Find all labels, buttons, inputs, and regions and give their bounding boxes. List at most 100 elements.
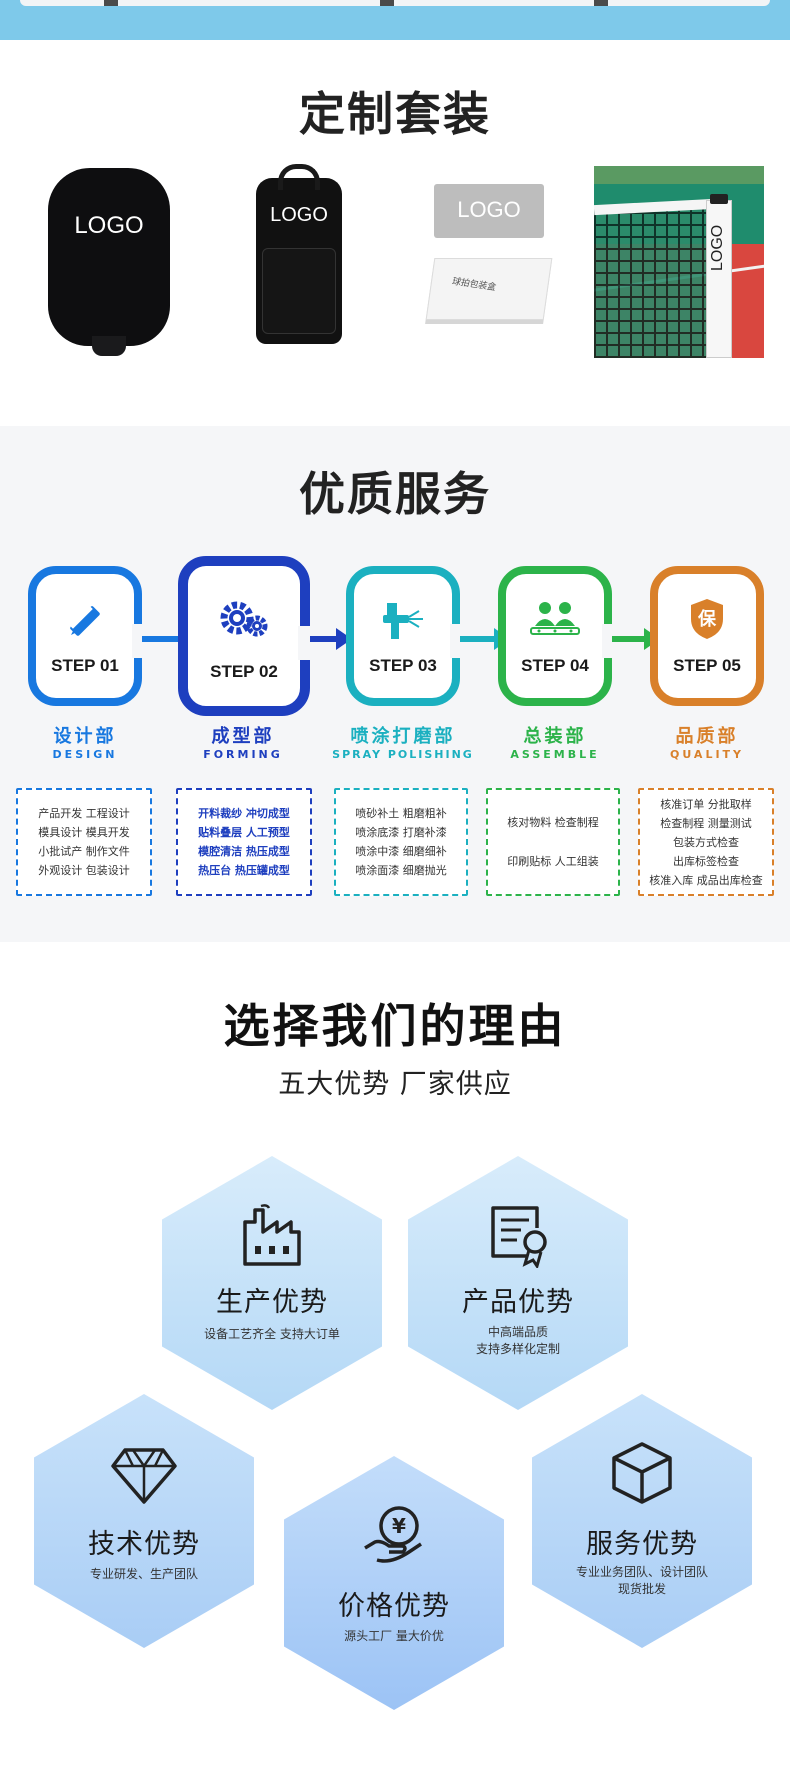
- dept-name-cn: 成型部: [211, 726, 275, 747]
- cube-icon: [532, 1440, 752, 1506]
- custom-set-title: 定制套装: [299, 87, 491, 141]
- step-02-box: STEP 02: [178, 556, 312, 716]
- dept-name-en: FORMING: [203, 748, 283, 761]
- task-line: 模腔清洁 热压成型: [198, 845, 290, 858]
- post-cap: [710, 194, 728, 204]
- step-label: STEP 02: [210, 662, 278, 681]
- product-logo: LOGO: [270, 204, 328, 226]
- production-advantage-hex: 生产优势 设备工艺齐全 支持大订单: [162, 1156, 382, 1410]
- task-line: 喷砂补土 粗磨粗补: [355, 807, 447, 820]
- product-logo: LOGO: [709, 224, 726, 271]
- task-line: 模具设计 模具开发: [38, 826, 130, 839]
- quality-task-box: 核准订单 分批取样 检查制程 测量测试 包装方式检查 出库标签检查 核准入库 成…: [638, 788, 774, 896]
- service-advantage-hex: 服务优势 专业业务团队、设计团队 现货批发: [532, 1394, 752, 1648]
- gift-box-base-image: 球拍包装盒: [425, 258, 553, 320]
- task-line: 喷涂面漆 细磨抛光: [355, 864, 447, 877]
- net-mesh: [594, 206, 712, 358]
- svg-text:¥: ¥: [392, 1514, 406, 1538]
- hex-desc: 中高端品质: [487, 1325, 548, 1339]
- shield-char: 保: [698, 609, 716, 630]
- task-line: 核准订单 分批取样: [660, 797, 752, 811]
- banner-post: [594, 0, 608, 6]
- dept-name-cn: 总装部: [523, 726, 587, 747]
- banner-bar: [20, 0, 770, 6]
- hex-title: 服务优势: [586, 1529, 698, 1560]
- yuan-coin-icon: ¥: [284, 1502, 504, 1568]
- step-arrow-icon: [310, 628, 352, 650]
- step-03-box: STEP 03: [346, 566, 462, 706]
- price-advantage-hex: ¥ 价格优势 源头工厂 量大价优: [284, 1456, 504, 1710]
- task-line: 贴料叠层 人工预型: [198, 826, 290, 839]
- task-line: 热压台 热压罐成型: [198, 864, 290, 877]
- task-line: 包装方式检查: [673, 835, 739, 849]
- net-post-photo: LOGO: [594, 166, 764, 358]
- step-label: STEP 01: [51, 656, 119, 675]
- hex-desc: 专业业务团队、设计团队: [575, 1565, 708, 1579]
- task-line: 外观设计 包装设计: [38, 864, 130, 877]
- step-box-gap: [132, 624, 144, 658]
- task-line: 喷涂中漆 细磨细补: [355, 845, 447, 858]
- step-label: STEP 03: [369, 656, 437, 675]
- step-label: STEP 05: [673, 656, 741, 675]
- product-logo: LOGO: [457, 197, 521, 222]
- banner-post: [104, 0, 118, 6]
- workers-icon: [506, 596, 604, 642]
- step-label: STEP 04: [521, 656, 589, 675]
- assemble-task-box: 核对物料 检查制程 印刷贴标 人工组装: [486, 788, 620, 896]
- paddle-handle: [92, 336, 126, 356]
- design-task-box: 产品开发 工程设计 模具设计 模具开发 小批试产 制作文件 外观设计 包装设计: [16, 788, 152, 896]
- step-box-gap: [450, 624, 462, 658]
- step-box-gap: [602, 624, 614, 658]
- top-banner-strip: [0, 0, 790, 40]
- hex-title: 价格优势: [338, 1591, 450, 1622]
- bag-pocket: [262, 248, 336, 334]
- post-cover: LOGO: [706, 200, 732, 358]
- certificate-icon: [408, 1204, 628, 1268]
- reasons-subtitle: 五大优势 厂家供应: [278, 1069, 512, 1100]
- step-box-gap: [298, 626, 312, 660]
- photo-background: [594, 166, 764, 184]
- service-title: 优质服务: [299, 467, 491, 521]
- dept-name-cn: 设计部: [53, 726, 117, 747]
- spray-task-box: 喷砂补土 粗磨粗补 喷涂底漆 打磨补漆 喷涂中漆 细磨细补 喷涂面漆 细磨抛光: [334, 788, 468, 896]
- box-print-text: 球拍包装盒: [450, 276, 498, 294]
- diamond-icon: [34, 1446, 254, 1504]
- task-line: 小批试产 制作文件: [38, 845, 130, 858]
- forming-task-box: 开料裁纱 冲切成型 贴料叠层 人工预型 模腔清洁 热压成型 热压台 热压罐成型: [176, 788, 312, 896]
- hex-desc: 现货批发: [617, 1582, 666, 1596]
- task-line: 出库标签检查: [673, 854, 739, 868]
- gears-icon: [188, 596, 300, 642]
- bag-strap: [278, 164, 320, 190]
- task-line: 核准入库 成品出库检查: [649, 873, 763, 887]
- step-04-box: STEP 04: [498, 566, 614, 706]
- hex-desc: 源头工厂 量大价优: [344, 1629, 444, 1643]
- product-logo: LOGO: [74, 212, 144, 239]
- dept-name-cn: 品质部: [675, 726, 739, 747]
- hex-desc: 支持多样化定制: [475, 1342, 560, 1356]
- hex-desc: 设备工艺齐全 支持大订单: [204, 1327, 340, 1341]
- dept-name-en: DESIGN: [52, 748, 118, 761]
- task-line: 开料裁纱 冲切成型: [198, 807, 290, 820]
- hex-title: 生产优势: [216, 1287, 328, 1318]
- tech-advantage-hex: 技术优势 专业研发、生产团队: [34, 1394, 254, 1648]
- product-advantage-hex: 产品优势 中高端品质 支持多样化定制: [408, 1156, 628, 1410]
- step-01-box: STEP 01: [28, 566, 144, 706]
- hex-title: 产品优势: [462, 1287, 574, 1318]
- spray-gun-icon: [354, 596, 452, 642]
- factory-icon: [162, 1204, 382, 1268]
- step-arrow-icon: [460, 628, 510, 650]
- shield-icon: 保: [658, 596, 756, 642]
- hex-title: 技术优势: [88, 1529, 200, 1560]
- ruler-pencil-icon: [36, 598, 134, 644]
- paddle-cover-image: LOGO: [48, 168, 170, 356]
- step-arrow-icon: [142, 628, 194, 650]
- step-arrow-icon: [612, 628, 660, 650]
- banner-post: [380, 0, 394, 6]
- task-line: 核对物料 检查制程: [507, 816, 599, 829]
- dept-name-en: ASSEMBLE: [510, 748, 600, 761]
- task-line: 产品开发 工程设计: [38, 807, 130, 820]
- task-line: 喷涂底漆 打磨补漆: [355, 826, 447, 839]
- dept-name-cn: 喷涂打磨部: [350, 726, 456, 747]
- hex-desc: 专业研发、生产团队: [89, 1567, 198, 1581]
- reasons-title: 选择我们的理由: [223, 999, 567, 1053]
